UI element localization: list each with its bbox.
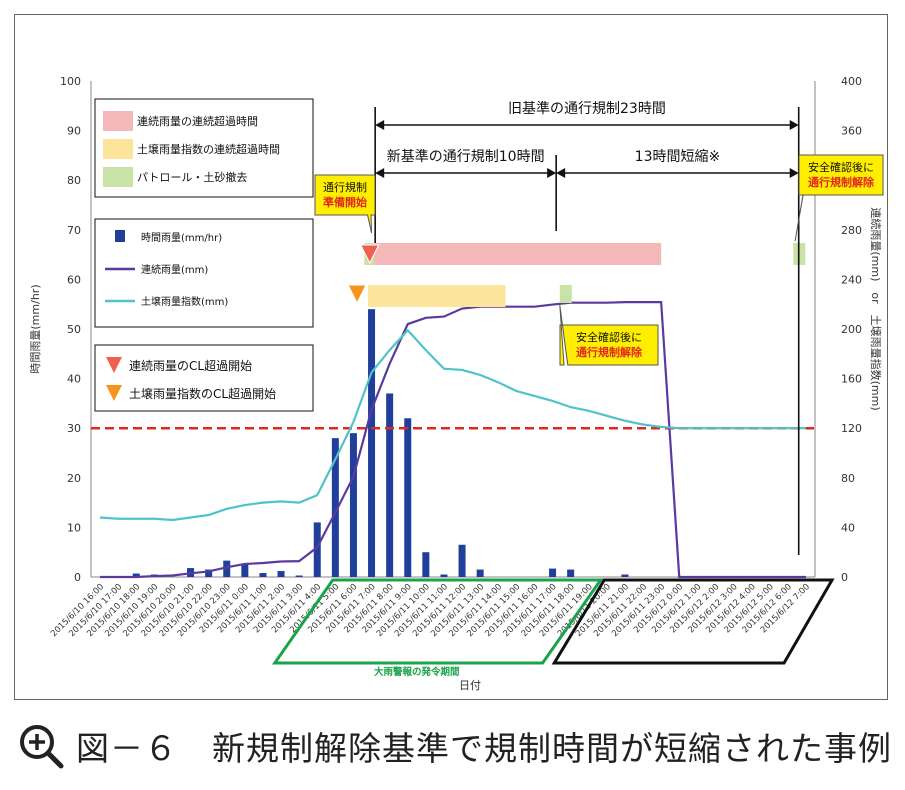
legend-markers-box	[94, 344, 314, 412]
hourly-rain-bar	[440, 574, 448, 577]
callout-release-mid-bubble	[559, 304, 659, 366]
warning-period-label: 大雨警報の発令期間	[374, 666, 460, 678]
legend-band-label: 土壌雨量指数の連続超過時間	[137, 142, 280, 156]
new-regulation-arrow-head-right	[547, 168, 557, 178]
legend-series-label: 連続雨量(mm)	[141, 263, 208, 276]
hourly-rain-bar	[277, 571, 285, 577]
callout-release-end-line2: 通行規制解除	[808, 175, 875, 189]
shortened-label: 13時間短縮※	[635, 149, 721, 165]
y-tick-left: 20	[67, 472, 81, 485]
y-tick-right: 120	[841, 422, 862, 435]
band-patrol-mid	[559, 285, 572, 303]
y-tick-left: 80	[67, 174, 81, 187]
legend-band-swatch	[103, 167, 133, 187]
legend-marker-swatch	[106, 357, 122, 373]
legend-series-label: 土壌雨量指数(mm)	[141, 295, 228, 308]
callout-release-end-bubble	[794, 154, 884, 242]
y-tick-right: 400	[841, 75, 862, 88]
hourly-rain-bar	[476, 569, 484, 577]
hourly-rain-bar	[205, 569, 213, 577]
hourly-rain-bar	[313, 522, 321, 577]
old-regulation-arrow-head-right	[789, 120, 799, 130]
hourly-rain-bar	[331, 438, 339, 577]
band-dojo	[367, 285, 506, 307]
hourly-rain-bar	[386, 393, 394, 577]
warning-period-box	[271, 578, 604, 665]
y-tick-right: 80	[841, 472, 855, 485]
chart-frame: 0 10 20 30 40 50 60 70 80 90 100 0 40 80 120 160 200 240 2…	[14, 14, 888, 700]
callout-release-mid-line1: 安全確認後に	[576, 330, 642, 344]
legend-series-label: 時間雨量(mm/hr)	[141, 232, 222, 244]
legend-band-label: パトロール・土砂撤去	[137, 170, 247, 184]
x-axis-title: 日付	[459, 679, 481, 692]
y-axis-right-title: 連続雨量(mm) or 土壌雨量指数(mm)	[869, 207, 883, 410]
y-axis-left-title: 時間雨量(mm/hr)	[29, 284, 42, 373]
hourly-rain-bar	[259, 573, 267, 577]
y-tick-left: 70	[67, 224, 81, 237]
new-regulation-label: 新基準の通行規制10時間	[387, 148, 545, 165]
y-tick-right: 0	[841, 571, 848, 584]
old-regulation-label: 旧基準の通行規制23時間	[508, 100, 666, 117]
y-tick-right: 240	[841, 273, 862, 286]
legend-marker-label: 連続雨量のCL超過開始	[129, 358, 252, 373]
callout-prep-bubble	[314, 174, 376, 234]
legend-marker-label: 土壌雨量指数のCL超過開始	[129, 386, 276, 401]
hourly-rain-bar	[549, 568, 557, 577]
soil-index-line	[99, 328, 806, 522]
rainfall-chart: 0 10 20 30 40 50 60 70 80 90 100 0 40 80 120 160 200 240 2…	[29, 75, 884, 692]
hourly-rain-bar	[368, 309, 376, 577]
legend-series-box	[94, 218, 314, 328]
y-tick-right: 40	[841, 521, 855, 534]
figure-caption: 図－６ 新規制解除基準で規制時間が短縮された事例	[18, 722, 892, 770]
renzoku-cl-start-marker	[359, 244, 380, 265]
legend-band-label: 連続雨量の連続超過時間	[137, 114, 258, 128]
y-tick-right: 280	[841, 224, 862, 237]
y-tick-left: 30	[67, 422, 81, 435]
hourly-rain-bar	[458, 544, 466, 577]
y-tick-left: 50	[67, 323, 81, 336]
caption-text: 図－６ 新規制解除基準で規制時間が短縮された事例	[76, 729, 892, 768]
shortened-arrow-head-right	[789, 168, 799, 178]
callout-prep-line2: 準備開始	[323, 195, 367, 209]
hourly-rain-bar	[295, 575, 303, 577]
y-tick-left: 40	[67, 373, 81, 386]
legend-band-swatch	[103, 111, 133, 131]
hourly-rain-bar	[241, 563, 249, 577]
band-renzoku	[373, 243, 662, 265]
y-tick-left: 90	[67, 125, 81, 138]
callout-release-end-line1: 安全確認後に	[808, 160, 874, 174]
y-tick-right: 160	[841, 373, 862, 386]
legend-series-swatch	[115, 230, 125, 242]
hourly-rain-bar	[132, 573, 140, 577]
hourly-rain-bar	[404, 418, 412, 577]
hourly-rain-bar	[567, 569, 575, 577]
y-tick-left: 10	[67, 521, 81, 534]
y-tick-left: 100	[60, 75, 81, 88]
new-regulation-arrow-head-left	[375, 168, 385, 178]
post-warning-box	[551, 578, 835, 665]
hourly-rain-bar	[349, 433, 357, 577]
hourly-rain-bar	[422, 552, 430, 577]
legend-marker-swatch	[106, 385, 122, 401]
old-regulation-arrow-head-left	[375, 120, 385, 130]
y-tick-right: 360	[841, 125, 862, 138]
callout-release-mid-line2: 通行規制解除	[576, 345, 643, 359]
cumulative-rain-line	[100, 300, 806, 579]
callout-prep-line1: 通行規制	[323, 180, 367, 194]
y-tick-left: 0	[74, 571, 81, 584]
shortened-arrow-head-left	[556, 168, 566, 178]
y-tick-left: 60	[67, 273, 81, 286]
hourly-rain-bar	[223, 560, 231, 577]
zoom-in-icon[interactable]	[18, 723, 64, 769]
dojo-cl-start-marker	[347, 284, 367, 305]
hourly-rain-bar	[621, 574, 629, 577]
y-tick-right: 200	[841, 323, 862, 336]
legend-band-swatch	[103, 139, 133, 159]
